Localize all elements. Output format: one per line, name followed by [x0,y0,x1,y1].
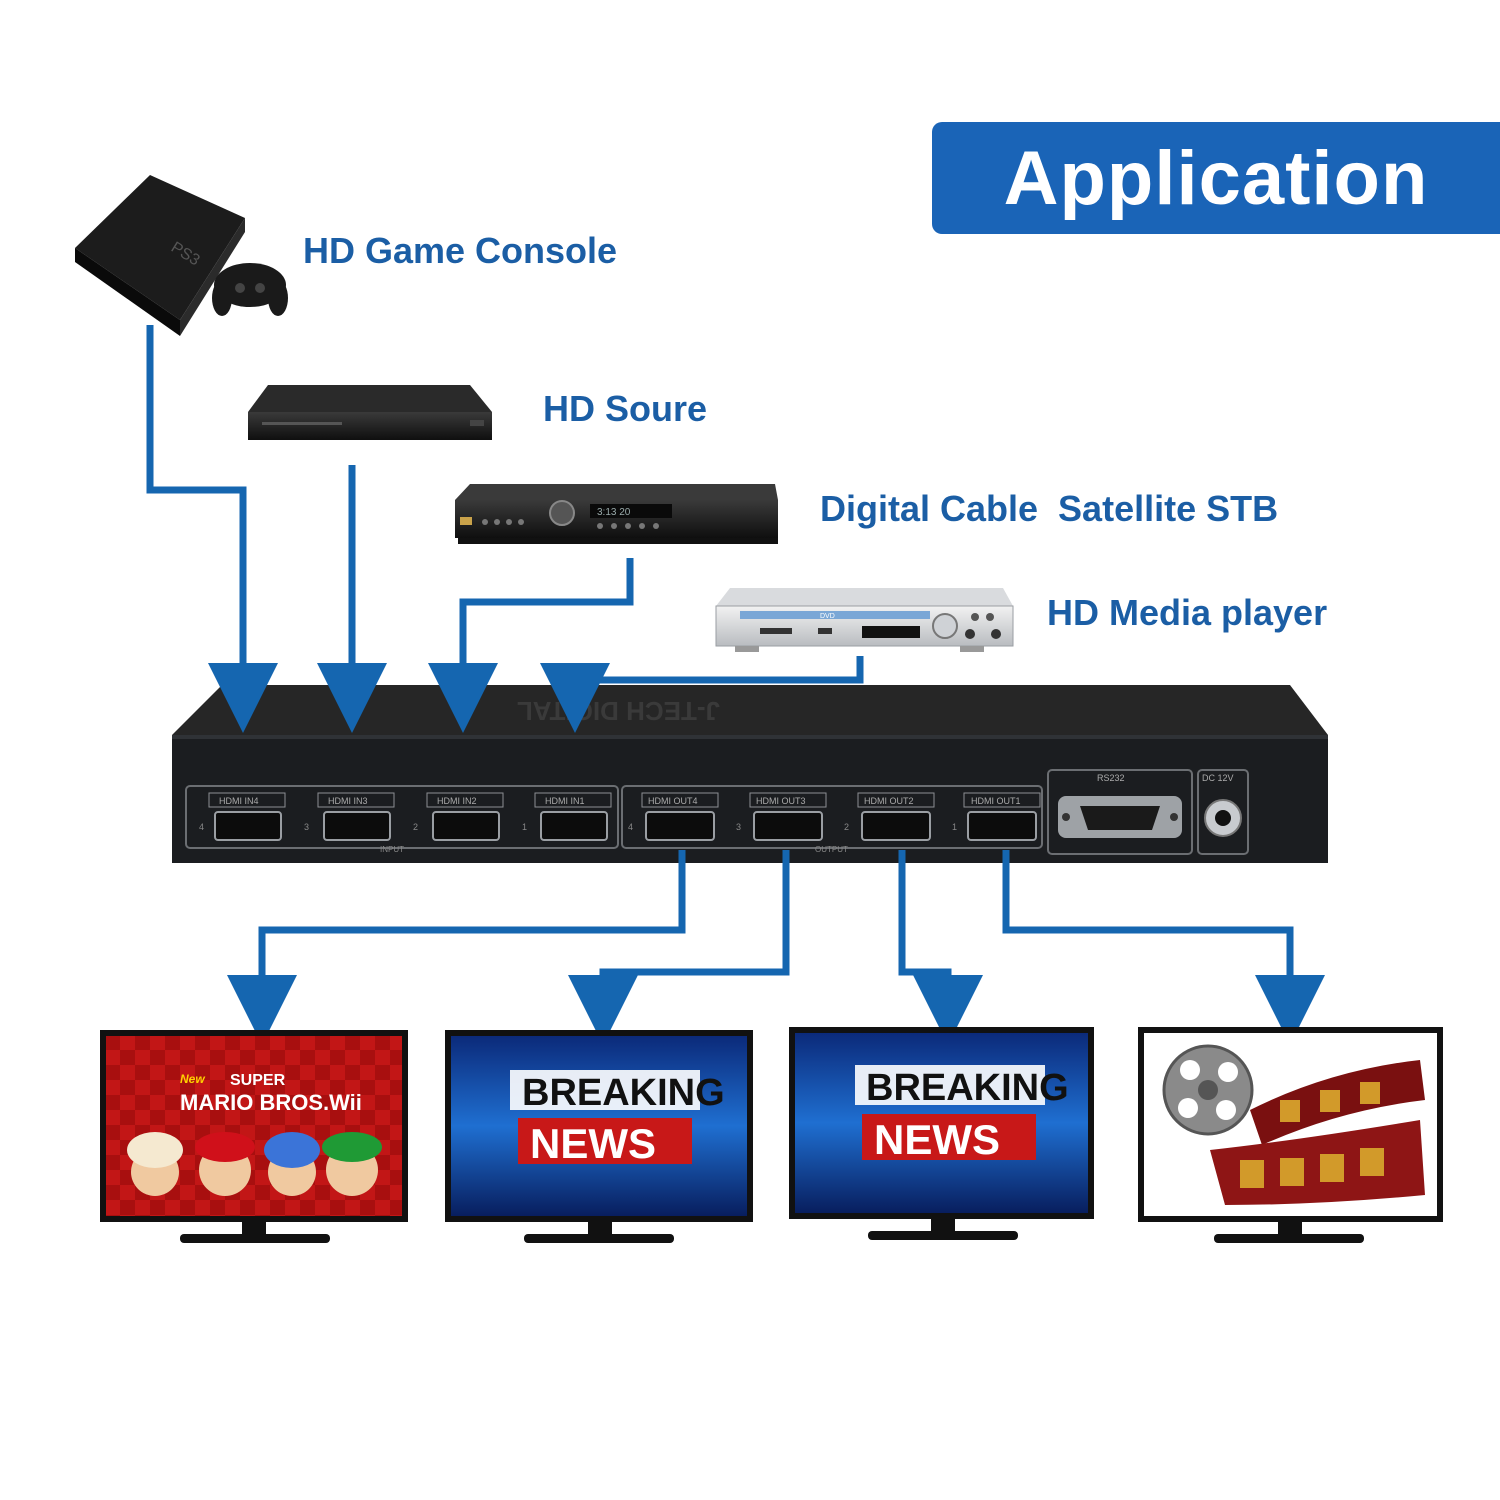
game-title-1: SUPER [230,1072,286,1089]
rs232-label: RS232 [1097,773,1125,783]
source-label-media-player: HD Media player [1047,592,1328,633]
dc-power-port[interactable]: DC 12V [1197,769,1249,855]
hdmi-out4-port[interactable]: HDMI OUT4 4 [628,792,719,841]
connector-stb-in2 [428,558,634,733]
hdmi-in4-label: HDMI IN4 [219,796,259,806]
hdmi-matrix-switch: J-TECH DIGITAL INPUT OUTPUT HDMI IN4 4 H… [172,685,1328,863]
game-console-icon: PS3 [75,175,288,336]
tv-news-1: BREAKING NEWS [445,1030,753,1243]
hdmi-in4-port[interactable]: HDMI IN4 4 [199,792,286,841]
connector-out1-tv4 [1002,850,1325,1045]
game-new-text: New [180,1072,205,1086]
hdmi-in3-port[interactable]: HDMI IN3 3 [304,792,395,841]
hdmi-in2-label: HDMI IN2 [437,796,477,806]
connector-out4-tv1 [227,850,686,1045]
tv-film [1138,1027,1443,1243]
dc-label: DC 12V [1202,773,1234,783]
output-group-label: OUTPUT [815,845,848,854]
gamepad-icon [212,263,288,316]
film-reel-icon [1162,1044,1254,1136]
input-group-label: INPUT [380,845,404,854]
source-label-game-console: HD Game Console [303,230,618,271]
tv-news-2: BREAKING NEWS [789,1027,1094,1240]
news1-line-2: NEWS [530,1120,656,1167]
hdmi-out2-port[interactable]: HDMI OUT2 2 [844,792,935,841]
hdmi-in3-label: HDMI IN3 [328,796,368,806]
connector-out3-tv2 [568,850,790,1045]
hdmi-in1-label: HDMI IN1 [545,796,585,806]
stb-receiver-icon: 3:13 20 [455,484,778,544]
rs232-port[interactable]: RS232 [1047,769,1193,855]
hdmi-in3-num: 3 [304,822,309,832]
source-label-stb: Digital Cable Satellite STB [820,488,1279,529]
hd-source-player-icon [248,385,492,440]
switch-brand: J-TECH DIGITAL [517,696,720,726]
hdmi-out3-label: HDMI OUT3 [756,796,806,806]
hdmi-out4-num: 4 [628,822,633,832]
hdmi-out1-port[interactable]: HDMI OUT1 1 [952,792,1041,841]
banner-title: Application [1003,135,1429,221]
application-banner: Application [932,122,1500,234]
connector-out2-tv3 [898,850,983,1045]
hdmi-out4-label: HDMI OUT4 [648,796,698,806]
connector-lines [146,325,1325,1045]
news1-line-1: BREAKING [522,1072,725,1114]
hdmi-out1-label: HDMI OUT1 [971,796,1021,806]
hdmi-out3-num: 3 [736,822,741,832]
news2-line-1: BREAKING [866,1067,1069,1109]
hdmi-in2-port[interactable]: HDMI IN2 2 [413,792,504,841]
hdmi-out1-num: 1 [952,822,957,832]
game-characters [127,1132,382,1196]
source-label-hd-source: HD Soure [543,388,708,429]
hdmi-out2-label: HDMI OUT2 [864,796,914,806]
game-title-2: MARIO BROS.Wii [180,1090,362,1115]
news2-line-2: NEWS [874,1116,1000,1163]
tv-game: New SUPER MARIO BROS.Wii [100,1030,408,1243]
hdmi-in2-num: 2 [413,822,418,832]
media-player-icon: DVD [715,588,1014,652]
hdmi-in4-num: 4 [199,822,204,832]
connector-game-console-in4 [146,325,278,733]
connector-media-player-in1 [540,656,864,733]
hdmi-in1-port[interactable]: HDMI IN1 1 [522,792,612,841]
hdmi-out2-num: 2 [844,822,849,832]
stb-display: 3:13 20 [597,507,631,518]
hdmi-out3-port[interactable]: HDMI OUT3 3 [736,792,827,841]
film-strip-icon [1210,1060,1425,1205]
dvd-text: DVD [820,613,835,620]
hdmi-in1-num: 1 [522,822,527,832]
